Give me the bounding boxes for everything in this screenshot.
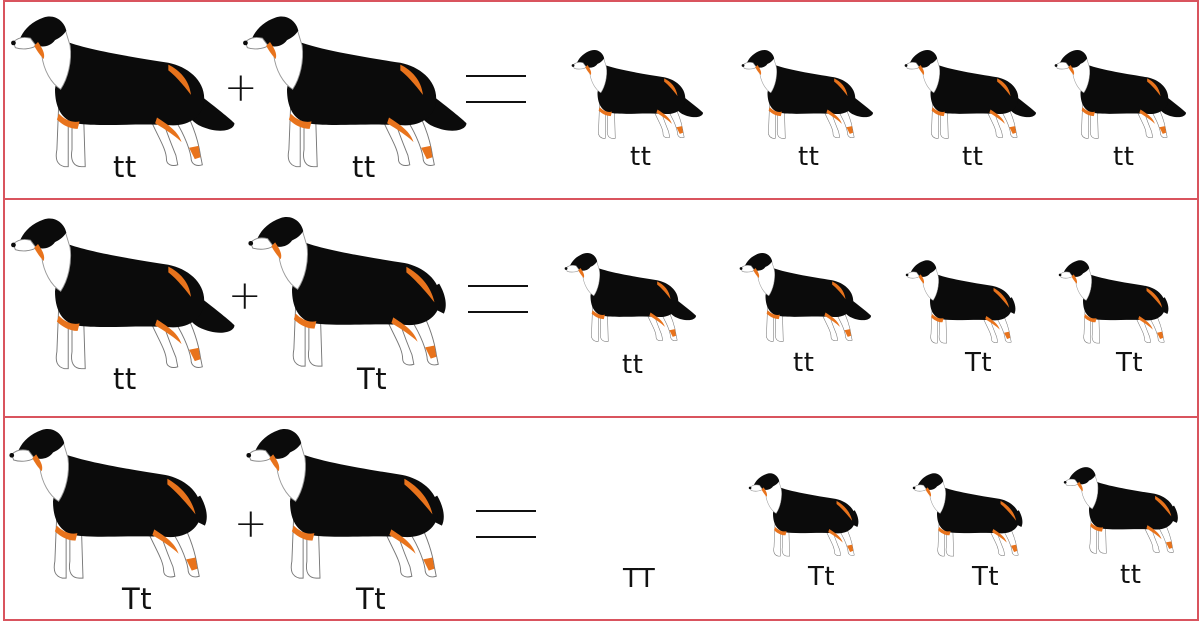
offspring-genotype: tt [622,350,644,380]
long-tail-dog-icon [570,45,705,145]
offspring-genotype: Tt [972,562,1000,592]
offspring-genotype: tt [1113,142,1135,172]
offspring-genotype: tt [962,142,984,172]
long-tail-dog-icon [738,248,873,348]
short-tail-dog-icon [1058,255,1183,350]
long-tail-dog-icon [1053,45,1188,145]
offspring-genotype: tt [793,348,815,378]
short-tail-dog-icon [905,255,1030,350]
offspring-genotype: tt [1120,560,1142,590]
parent-2-genotype: Tt [356,582,387,616]
parent-2-genotype: tt [352,150,376,184]
parent-1-genotype: tt [113,362,137,396]
equals-sign [466,75,526,103]
offspring-genotype: Tt [965,348,993,378]
parent-1-genotype: Tt [122,582,153,616]
long-tail-dog-icon [740,45,875,145]
offspring-genotype: Tt [808,562,836,592]
plus-sign: + [224,65,258,111]
equals-sign [468,285,528,313]
parent-1-genotype: tt [113,150,137,184]
short-tail-dog-icon [912,468,1037,563]
short-tail-dog-icon [247,208,472,378]
short-tail-dog-icon [245,420,470,590]
short-tail-dog-icon [8,420,233,590]
plus-sign: + [234,501,268,547]
long-tail-dog-icon [563,248,698,348]
short-tail-dog-icon [748,468,873,563]
equals-sign [476,510,536,538]
offspring-genotype: tt [630,142,652,172]
long-tail-dog-icon [903,45,1038,145]
offspring-genotype: Tt [1116,348,1144,378]
offspring-genotype: TT [623,564,656,594]
offspring-genotype: tt [798,142,820,172]
short-tail-dog-icon [1063,462,1193,560]
plus-sign: + [228,273,262,319]
parent-2-genotype: Tt [357,362,388,396]
long-tail-dog-icon [8,210,238,380]
